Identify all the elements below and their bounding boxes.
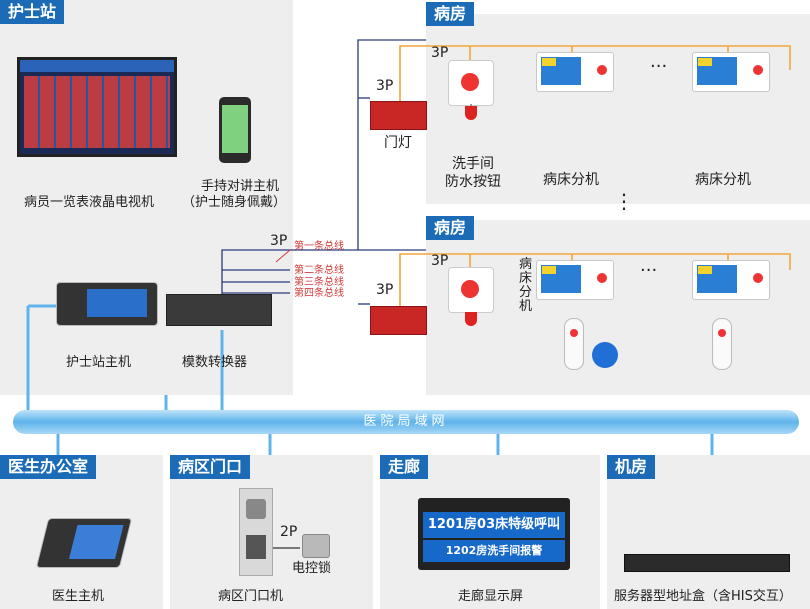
bus-3-label: 第三条总线 [294,277,344,288]
door-light-top [370,101,427,130]
server-box-device [624,554,790,572]
ellipsis-top: ··· [650,56,668,77]
electric-lock-device [302,534,330,558]
bed-unit-label-1: 病床分机 [543,172,599,188]
nurse-station-host [56,282,158,326]
ward-bottom-tag: 病房 [426,216,475,240]
pendant-button [592,342,618,368]
bus-1-label: 第一条总线 [294,241,344,252]
elec-lock-label: 电控锁 [292,561,332,576]
bed-unit-top-1 [536,52,614,92]
bed-unit-top-2 [692,52,770,92]
entrance-host-label: 病区门口机 [218,589,284,604]
converter-label: 模数转换器 [182,355,248,370]
server-room-panel [607,455,810,609]
handheld-intercom [219,97,251,163]
wire-tag-top-light: 3P [376,78,394,94]
lan-label: 医院局域网 [363,414,449,429]
wire-tag-bus: 3P [270,233,288,249]
handheld-label-line2: （护士随身佩戴） [181,195,286,210]
server-room-tag: 机房 [607,455,656,479]
bed-unit-bottom-2 [692,260,770,300]
bed-unit-bottom-1 [536,260,614,300]
converter-device [166,294,272,326]
server-label: 服务器型地址盒（含HIS交互） [614,589,792,604]
doctor-office-tag: 医生办公室 [0,455,97,479]
ellipsis-bottom: ··· [640,260,658,281]
washroom-label-2: 防水按钮 [445,174,501,190]
wire-tag-lock: 2P [280,524,298,540]
screen-line-1: 1201房03床特级呼叫 [427,517,561,532]
wire-tag-top-btn: 3P [431,45,449,61]
wash-button-bottom [448,267,494,313]
pull-handle-top [465,106,477,120]
wash-button-top [448,60,494,106]
call-handset-2 [712,318,732,370]
patient-list-tv [17,57,177,157]
hospital-lan-bar: 医院局域网 [13,410,799,434]
vertical-dots: ⋮ [614,189,634,213]
handheld-label-line1: 手持对讲主机 [200,179,279,194]
bed-unit-label-2: 病床分机 [695,172,751,188]
doctor-host-device [35,518,133,568]
washroom-label-1: 洗手间 [452,156,494,172]
ward-top-tag: 病房 [426,2,475,26]
call-handset-1 [564,318,584,370]
wire-tag-bottom-light: 3P [376,282,394,298]
screen-line-2: 1202房洗手间报警 [445,544,543,557]
doctor-host-label: 医生主机 [52,589,105,604]
door-light-label: 门灯 [384,135,412,151]
entrance-unit-device [239,488,273,576]
corridor-screen-label: 走廊显示屏 [458,589,524,604]
corridor-tag: 走廊 [380,455,429,479]
bed-unit-vertical-label: 病床分机 [519,257,533,314]
tv-label: 病员一览表液晶电视机 [24,195,155,210]
bus-4-label: 第四条总线 [294,288,344,299]
pull-handle-bottom [465,312,477,326]
ward-entrance-tag: 病区门口 [170,455,251,479]
bus-2-label: 第二条总线 [294,265,344,276]
wire-tag-bottom-btn: 3P [431,253,449,269]
corridor-display: 1201房03床特级呼叫 1202房洗手间报警 [418,498,570,570]
door-light-bottom [370,306,427,335]
nurse-host-label: 护士站主机 [66,355,132,370]
nurse-station-tag: 护士站 [0,0,65,24]
